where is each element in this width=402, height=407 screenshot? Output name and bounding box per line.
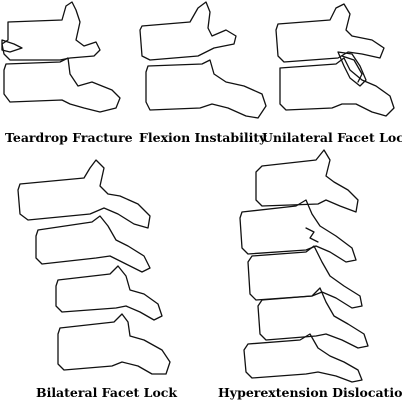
- teardrop-fragment: [1, 39, 23, 53]
- upper-vertebra: [1, 1, 101, 61]
- label-teardrop-fracture: Teardrop Fracture: [5, 130, 133, 145]
- vertebra-2: [239, 199, 357, 263]
- panel-hyperextension-dislocation: [239, 149, 369, 383]
- vertebra-1: [17, 159, 151, 229]
- label-flexion-instability: Flexion Instability: [139, 130, 267, 145]
- label-bilateral-facet-lock: Bilateral Facet Lock: [36, 385, 178, 400]
- upper-vertebra: [139, 1, 237, 61]
- label-unilateral-facet-lock: Unilateral Facet Lock: [262, 130, 402, 145]
- lower-vertebra: [279, 57, 395, 117]
- vertebra-3: [55, 265, 163, 321]
- panel-flexion-instability: [139, 1, 267, 119]
- panel-teardrop-fracture: [1, 1, 121, 113]
- label-hyperextension-dislocation: Hyperextension Dislocation: [218, 385, 402, 400]
- fracture-line: [305, 227, 319, 243]
- vertebra-4: [257, 287, 369, 349]
- lower-vertebra: [3, 57, 121, 113]
- upper-vertebra: [275, 3, 385, 63]
- vertebra-4: [57, 313, 171, 375]
- vertebra-2: [35, 215, 151, 273]
- lower-vertebra: [145, 59, 267, 119]
- vertebra-1: [255, 149, 359, 213]
- locked-facet: [337, 51, 367, 87]
- vertebra-5: [243, 333, 363, 383]
- panel-bilateral-facet-lock: [17, 159, 171, 375]
- panel-unilateral-facet-lock: [275, 3, 395, 117]
- locked-facet-contour: [341, 55, 363, 83]
- vertebra-3: [247, 245, 363, 309]
